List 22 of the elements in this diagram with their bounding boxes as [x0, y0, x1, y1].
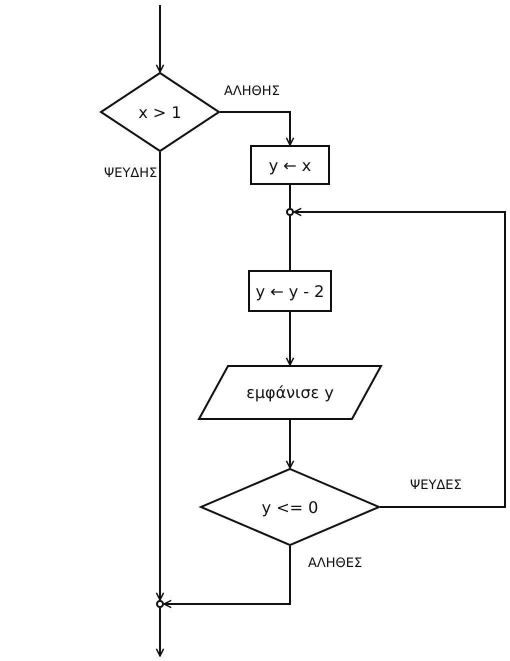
junction-circle [286, 208, 294, 216]
arrow [286, 312, 294, 366]
arrow [156, 5, 164, 73]
node-text: εμφάνισε y [246, 383, 334, 402]
arrow [293, 208, 506, 508]
arrow [286, 420, 294, 469]
output-parallelogram [198, 365, 382, 420]
arrow [220, 111, 294, 146]
arrow [156, 152, 164, 601]
node-text: x > 1 [138, 102, 182, 122]
process-box [248, 270, 332, 312]
decision-diamond [200, 468, 380, 546]
arrow [163, 546, 291, 608]
process-box [250, 145, 330, 185]
node-text: y <= 0 [262, 498, 318, 516]
node-text: y ← y - 2 [256, 282, 324, 300]
node-text: y ← x [268, 156, 312, 174]
junction-circle [156, 600, 164, 608]
decision-diamond [100, 72, 220, 152]
connector-line [289, 216, 291, 270]
connector-line [289, 185, 291, 208]
arrow [156, 608, 164, 657]
